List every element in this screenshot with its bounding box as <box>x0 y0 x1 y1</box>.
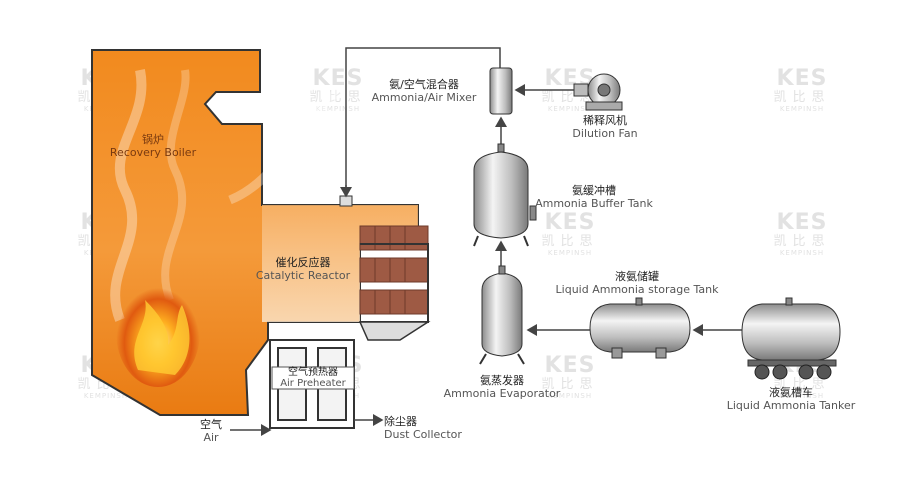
injection-grid-icon <box>339 195 353 207</box>
dust-collector-label: 除尘器 Dust Collector <box>384 415 462 441</box>
reactor-label: 催化反应器 Catalytic Reactor <box>255 256 351 282</box>
tanker-label: 液氨槽车 Liquid Ammonia Tanker <box>726 386 856 412</box>
mixer-label: 氨/空气混合器 Ammonia/Air Mixer <box>371 78 477 104</box>
ammonia-injection-line <box>345 47 501 200</box>
preheater-label: 空气预热器 Air Preheater <box>280 367 346 389</box>
wheel-icon <box>816 364 832 380</box>
buffer-tank-label: 氨缓冲槽 Ammonia Buffer Tank <box>535 184 653 210</box>
storage-tank-label: 液氨储罐 Liquid Ammonia storage Tank <box>555 270 719 296</box>
air-label: 空气 Air <box>200 418 222 444</box>
ammonia-evaporator <box>479 265 525 365</box>
catalytic-reactor-beds <box>358 225 431 341</box>
dilution-fan <box>573 73 623 111</box>
ammonia-air-mixer <box>489 67 513 115</box>
wheel-icon <box>798 364 814 380</box>
air-preheater <box>269 339 355 429</box>
boiler-label: 锅炉 Recovery Boiler <box>109 133 197 159</box>
evaporator-label: 氨蒸发器 Ammonia Evaporator <box>443 374 561 400</box>
ammonia-buffer-tank <box>473 143 537 247</box>
wheel-icon <box>772 364 788 380</box>
wheel-icon <box>754 364 770 380</box>
dilution-fan-label: 稀释风机 Dilution Fan <box>572 114 638 140</box>
liquid-ammonia-tanker <box>741 297 841 380</box>
liquid-ammonia-storage-tank <box>589 297 691 359</box>
